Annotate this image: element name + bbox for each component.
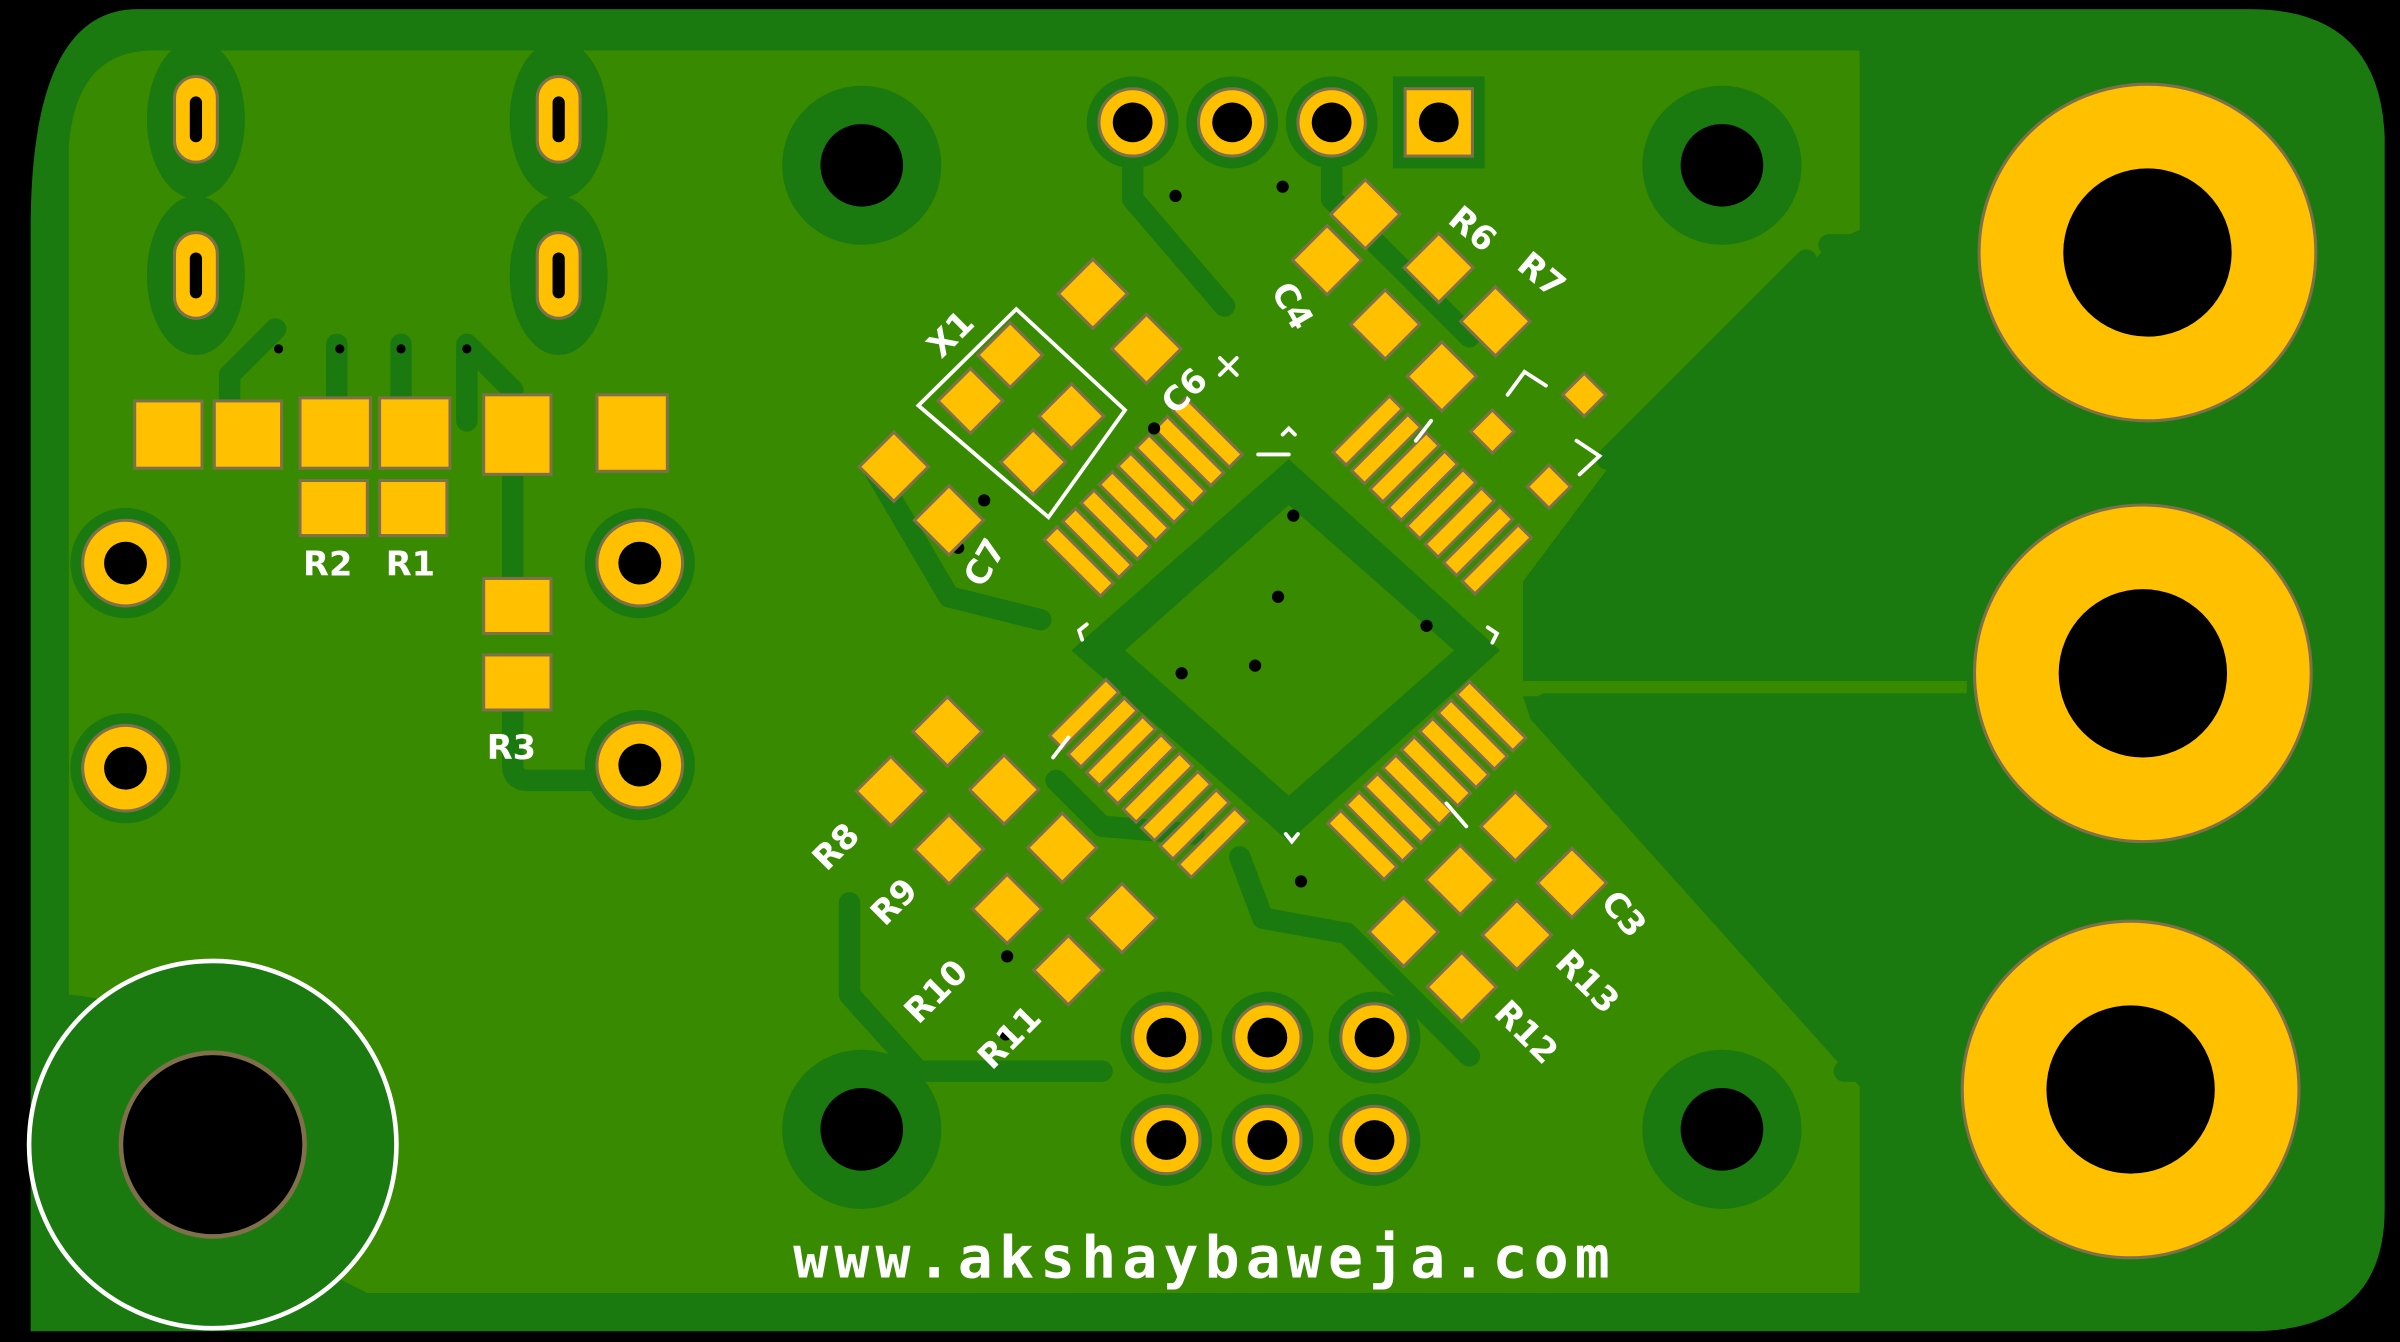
terminal-block	[1960, 82, 2318, 1260]
passive-pads	[854, 177, 1609, 1024]
resistor-pads-r1-r2-r3	[298, 478, 553, 712]
ref-r3: R3	[487, 728, 536, 767]
website-text: www.akshaybaweja.com	[793, 1224, 1616, 1292]
ref-r2: R2	[303, 544, 352, 583]
x1-outline	[915, 306, 1128, 521]
ref-r1: R1	[386, 544, 435, 583]
center-pour	[1125, 504, 1455, 796]
tht-pads-left	[70, 508, 695, 824]
qfp-ic	[1042, 393, 1534, 882]
header-top	[1086, 76, 1485, 169]
silkscreen-outlines	[915, 306, 1603, 845]
mounting-holes	[26, 85, 1802, 1331]
header-bottom	[1120, 991, 1421, 1186]
usb-connector	[133, 39, 669, 476]
